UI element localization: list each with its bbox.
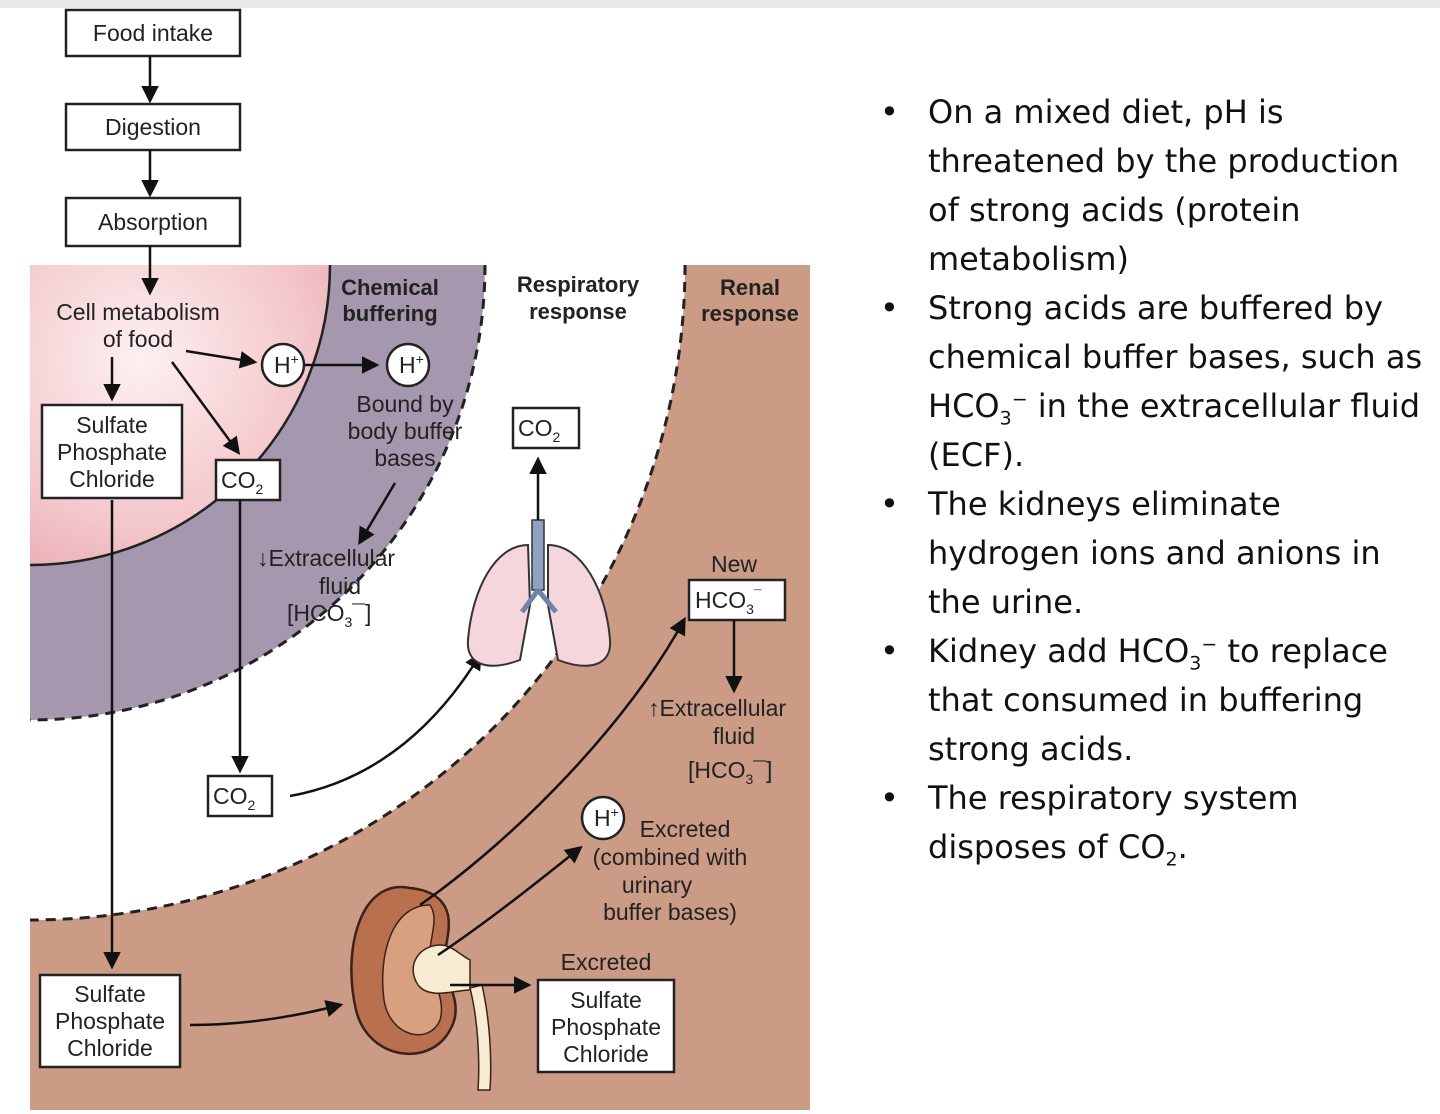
svg-text:fluid: fluid	[319, 573, 361, 599]
svg-text:↑Extracellular: ↑Extracellular	[648, 695, 786, 721]
svg-text:of food: of food	[103, 326, 173, 352]
svg-text:Phosphate: Phosphate	[551, 1014, 661, 1040]
svg-text:[HCO3¯]: [HCO3¯]	[688, 757, 772, 787]
renal-response-header: Renal response	[701, 275, 799, 326]
svg-text:bases: bases	[374, 445, 435, 471]
svg-text:body buffer: body buffer	[348, 418, 463, 444]
svg-text:Renal: Renal	[720, 275, 780, 300]
svg-text:CO2: CO2	[518, 415, 561, 445]
svg-text:Excreted: Excreted	[640, 816, 731, 842]
svg-text:Phosphate: Phosphate	[57, 439, 167, 465]
bullet-list: On a mixed diet, pH is threatened by the…	[880, 88, 1425, 872]
svg-text:Chemical: Chemical	[341, 275, 439, 300]
bullet-item: The respiratory system disposes of CO2.	[880, 774, 1425, 872]
absorption-box: Absorption	[64, 196, 242, 248]
hplus-buffered: H+	[385, 342, 431, 388]
anions-excreted-label: Excreted	[561, 949, 652, 975]
svg-text:buffering: buffering	[342, 301, 437, 326]
svg-text:Phosphate: Phosphate	[55, 1008, 165, 1034]
svg-text:urinary: urinary	[622, 872, 693, 898]
bullet-item: Strong acids are buffered by chemical bu…	[880, 284, 1425, 480]
svg-text:Sulfate: Sulfate	[74, 981, 146, 1007]
excreted-anions-box: Sulfate Phosphate Chloride	[536, 978, 676, 1074]
svg-text:Chloride: Chloride	[67, 1035, 153, 1061]
svg-text:CO2: CO2	[221, 467, 264, 497]
svg-text:buffer bases): buffer bases)	[603, 899, 737, 925]
svg-text:[HCO3¯]: [HCO3¯]	[287, 600, 371, 630]
bound-by-buffer-label: Bound by body buffer bases	[348, 391, 463, 471]
bullet-item: Kidney add HCO3− to replace that consume…	[880, 627, 1425, 774]
blood-anions-box: Sulfate Phosphate Chloride	[38, 973, 182, 1069]
svg-text:Respiratory: Respiratory	[517, 272, 640, 297]
svg-text:HCO3¯: HCO3¯	[695, 587, 762, 617]
cell-metabolism-label: Cell metabolism of food	[56, 299, 220, 352]
svg-text:Digestion: Digestion	[105, 114, 201, 140]
svg-text:↓Extracellular: ↓Extracellular	[257, 545, 395, 571]
svg-text:Cell metabolism: Cell metabolism	[56, 299, 220, 325]
svg-text:Sulfate: Sulfate	[570, 987, 642, 1013]
svg-text:Bound by: Bound by	[356, 391, 454, 417]
top-strip	[0, 0, 1440, 8]
respiratory-response-header: Respiratory response	[517, 272, 640, 324]
cell-anions-box: Sulfate Phosphate Chloride	[40, 403, 184, 500]
digestion-box: Digestion	[64, 102, 242, 152]
svg-text:H+: H+	[399, 351, 424, 378]
svg-text:CO2: CO2	[213, 783, 256, 813]
bullet-item: The kidneys eliminate hydrogen ions and …	[880, 480, 1425, 627]
exhaled-co2-box: CO2	[511, 406, 581, 450]
svg-text:response: response	[529, 299, 627, 324]
hplus-cell: H+	[260, 342, 306, 388]
svg-text:(combined with: (combined with	[593, 844, 748, 870]
svg-text:H+: H+	[594, 804, 619, 831]
svg-text:fluid: fluid	[713, 723, 755, 749]
ecf-increase-label: ↑Extracellular fluid [HCO3¯]	[648, 695, 786, 787]
svg-text:Absorption: Absorption	[98, 209, 208, 235]
kidney-icon	[350, 885, 492, 1091]
hplus-excreted: H+	[580, 795, 626, 841]
new-label: New	[711, 551, 757, 577]
blood-co2-box: CO2	[206, 774, 274, 818]
hplus-excreted-label: Excreted (combined with urinary buffer b…	[593, 816, 748, 925]
acid-base-diagram: Food intake Digestion Absorption Chemica…	[30, 8, 810, 1110]
bullet-item: On a mixed diet, pH is threatened by the…	[880, 88, 1425, 284]
new-hco3-box: HCO3¯	[687, 578, 787, 622]
svg-text:Food intake: Food intake	[93, 20, 213, 46]
svg-text:Chloride: Chloride	[69, 466, 155, 492]
food-intake-box: Food intake	[64, 8, 242, 58]
svg-text:response: response	[701, 301, 799, 326]
svg-text:H+: H+	[274, 351, 299, 378]
ecf-decrease-label: ↓Extracellular fluid [HCO3¯]	[257, 545, 395, 630]
cell-co2-box: CO2	[214, 458, 282, 502]
svg-text:Chloride: Chloride	[563, 1041, 649, 1067]
svg-text:Sulfate: Sulfate	[76, 412, 148, 438]
chemical-buffering-header: Chemical buffering	[341, 275, 439, 326]
